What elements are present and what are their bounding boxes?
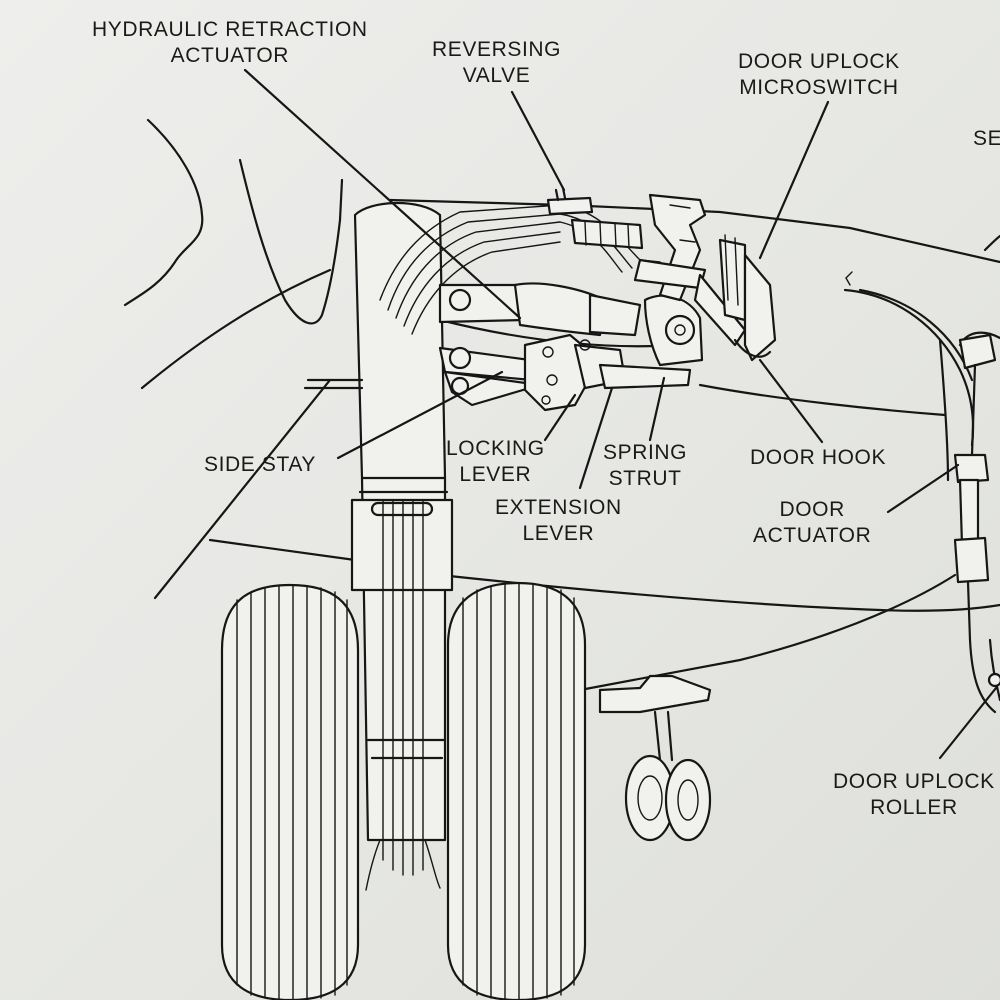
label-line: LEVER: [522, 522, 595, 545]
label-partial-right: SE: [973, 126, 1000, 152]
leader-hydraulic-retraction-actuator: [243, 68, 522, 320]
leader-side-stay: [336, 370, 504, 460]
label-line: DOOR HOOK: [750, 446, 887, 469]
leader-reversing-valve: [510, 90, 566, 192]
label-line: EXTENSION: [495, 496, 622, 519]
leader-door-uplock-roller: [938, 686, 998, 760]
label-line: SE: [973, 127, 1000, 150]
nose-gear: [598, 674, 712, 842]
door-actuator: [953, 333, 1000, 714]
label-locking-lever: LOCKING LEVER: [446, 436, 545, 488]
label-line: ACTUATOR: [170, 44, 290, 67]
main-gear-leg: [303, 201, 454, 891]
leader-door-hook: [758, 358, 824, 444]
door-uplock-assembly: [724, 234, 777, 362]
label-line: SIDE STAY: [204, 453, 316, 476]
label-line: VALVE: [462, 64, 531, 87]
left-main-wheel: [220, 583, 360, 1000]
label-line: REVERSING: [432, 38, 562, 61]
label-hydraulic-retraction-actuator: HYDRAULIC RETRACTION ACTUATOR: [92, 17, 368, 69]
label-door-uplock-roller: DOOR UPLOCK ROLLER: [833, 769, 995, 821]
leader-door-actuator: [886, 463, 960, 514]
gear-linkage: [438, 193, 747, 412]
label-line: STRUT: [608, 467, 682, 490]
label-extension-lever: EXTENSION LEVER: [495, 495, 622, 547]
label-line: DOOR: [779, 498, 845, 521]
label-line: LEVER: [459, 463, 532, 486]
label-line: SPRING: [603, 441, 688, 464]
label-line: MICROSWITCH: [739, 76, 899, 99]
leader-door-uplock-microswitch: [758, 100, 830, 260]
retraction-actuator: [438, 282, 642, 337]
reversing-valve: [546, 186, 644, 250]
label-line: HYDRAULIC RETRACTION: [92, 18, 368, 41]
label-line: DOOR UPLOCK: [833, 770, 995, 793]
right-main-wheel: [446, 581, 587, 1000]
label-door-hook: DOOR HOOK: [750, 445, 886, 471]
label-line: ROLLER: [870, 796, 958, 819]
label-spring-strut: SPRING STRUT: [603, 440, 687, 492]
label-door-actuator: DOOR ACTUATOR: [753, 497, 871, 549]
leader-spring-strut: [648, 376, 666, 442]
label-door-uplock-microswitch: DOOR UPLOCK MICROSWITCH: [738, 49, 900, 101]
label-line: ACTUATOR: [753, 524, 872, 547]
leader-lines: [243, 68, 998, 760]
label-line: DOOR UPLOCK: [738, 50, 900, 73]
leader-locking-lever: [543, 393, 577, 442]
label-reversing-valve: REVERSING VALVE: [432, 37, 561, 89]
leader-extension-lever: [578, 386, 614, 490]
label-side-stay: SIDE STAY: [204, 452, 316, 478]
label-line: LOCKING: [446, 437, 545, 460]
